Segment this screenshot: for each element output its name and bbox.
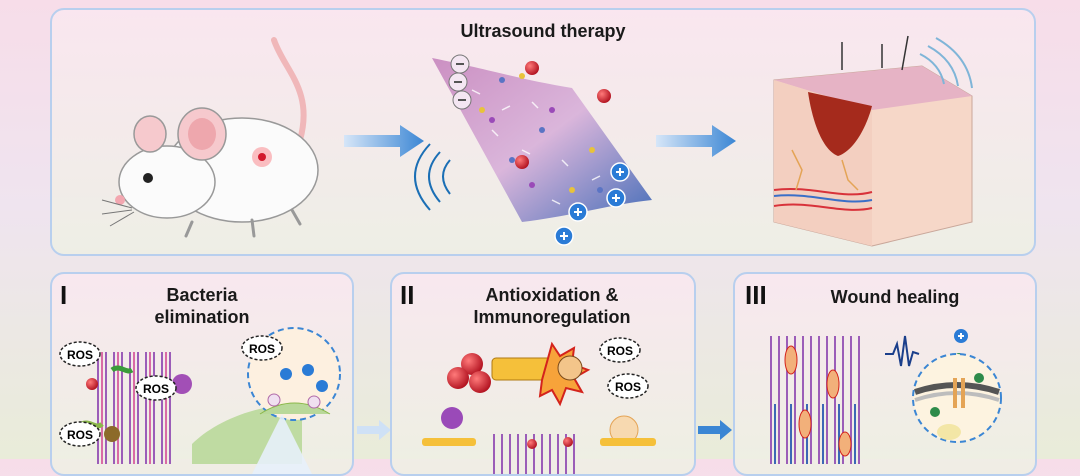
arrow-right-icon xyxy=(357,420,391,440)
ros-label: ROS xyxy=(143,382,169,396)
arrow-right-icon xyxy=(698,420,732,440)
top-panel-title: Ultrasound therapy xyxy=(460,21,626,41)
bacteria-elimination-illustration: ROS ROS ROS ROS xyxy=(59,327,341,474)
panel-numeral: III xyxy=(745,280,767,310)
ros-label: ROS xyxy=(249,342,275,356)
ros-label: ROS xyxy=(607,344,633,358)
arrow-right-icon xyxy=(344,125,424,157)
panel-numeral: I xyxy=(60,280,68,310)
ros-label: ROS xyxy=(67,428,93,442)
arrow-right-icon xyxy=(656,125,736,157)
ros-label: ROS xyxy=(67,348,93,362)
ultrasound-therapy-panel: Ultrasound therapy xyxy=(50,8,1036,256)
panel-numeral: II xyxy=(400,280,415,310)
skin-wound-illustration xyxy=(773,35,973,247)
mouse-illustration xyxy=(101,37,319,238)
antioxidation-illustration: ROS ROS xyxy=(422,337,656,474)
top-panel-illustration xyxy=(101,35,973,247)
panel-title: Wound healing xyxy=(830,287,960,307)
wound-healing-illustration xyxy=(770,329,1002,464)
ros-label: ROS xyxy=(615,380,641,394)
panel-title: Antioxidation & Immunoregulation xyxy=(473,285,631,327)
bacteria-elimination-panel: I Bacteria elimination ROS ROS ROS ROS xyxy=(50,272,354,476)
panel-title: Bacteria elimination xyxy=(154,285,250,327)
wound-healing-panel: III Wound healing xyxy=(733,272,1037,476)
antioxidation-immunoregulation-panel: II Antioxidation & Immunoregulation ROS … xyxy=(390,272,696,476)
piezo-membrane-illustration xyxy=(414,54,652,246)
